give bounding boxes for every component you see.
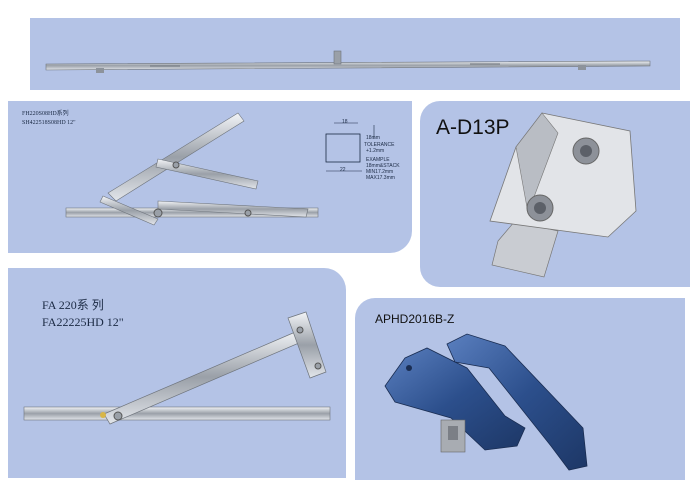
espagnolette-rod-image: [45, 50, 651, 73]
espagnolette-panel: [30, 18, 680, 90]
striker-model-label: A-D13P: [436, 116, 510, 139]
friction-stay-large-panel: FA 220系 列 FA22225HD 12": [8, 268, 346, 478]
diagram-width-bottom: 22: [340, 167, 346, 173]
product-series-label: FH220S08HD系列: [22, 111, 69, 117]
diagram-max: MAX17.3mm: [366, 175, 395, 181]
diagram-stack: 18mm&STACK: [366, 163, 400, 169]
striker-plate-panel: A-D13P: [420, 101, 690, 287]
diagram-min: MIN17.2mm: [366, 169, 394, 175]
friction-stay-small-panel: FH220S08HD系列 SH422518S08HD 12" 18 22 18m…: [8, 101, 412, 253]
diagram-tolerance-value: +1.2mm: [366, 148, 385, 154]
handle-image: [384, 333, 588, 471]
diagram-width-top: 18: [342, 119, 348, 125]
product-model-label: SH422518S08HD 12": [22, 120, 76, 126]
product-model-label-large: FA22225HD 12": [42, 315, 124, 329]
product-series-label-large: FA 220系 列: [42, 298, 104, 312]
striker-plate-image: [489, 112, 637, 278]
handle-model-label: APHD2016B-Z: [375, 312, 455, 326]
friction-stay-small-image: [65, 112, 319, 226]
diagram-height: 18mm: [366, 135, 380, 141]
friction-stay-large-image: [23, 311, 331, 425]
handle-panel: APHD2016B-Z: [355, 298, 685, 480]
diagram-tolerance: TOLERANCE: [364, 142, 395, 148]
diagram-example: EXAMPLE: [366, 157, 390, 163]
profile-diagram: [325, 122, 375, 172]
